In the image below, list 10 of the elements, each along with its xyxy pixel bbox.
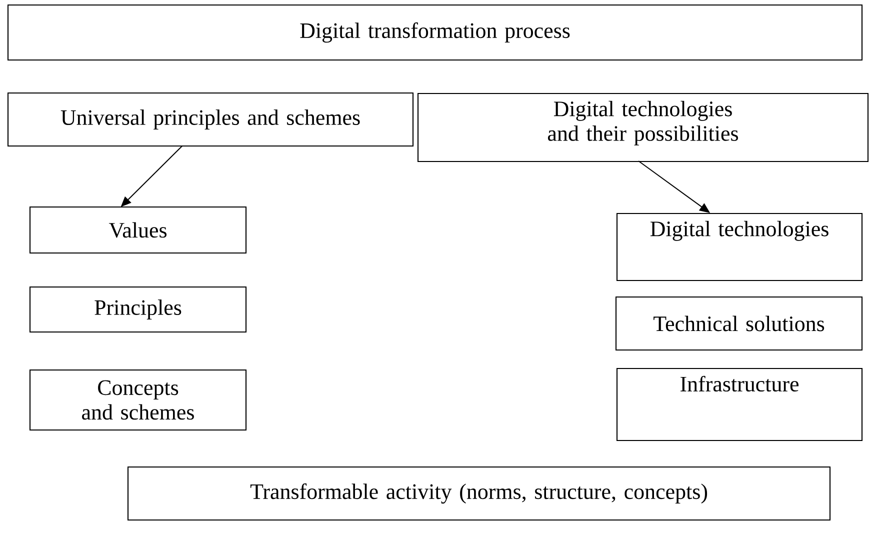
process-box: Digital transformation process [7,4,863,61]
box: Universal principles and schemes [7,92,414,147]
box: Technical solutions [615,296,863,351]
box: Values [29,206,247,254]
box: Transformable activity (norms, structure, concepts) [127,466,831,521]
box: Principles [29,286,247,333]
box: Infrastructure [616,368,863,442]
box: Digital technologies [616,213,863,282]
box: Digital technologies and their possibilities [417,93,869,162]
box: Concepts and schemes [29,369,247,431]
